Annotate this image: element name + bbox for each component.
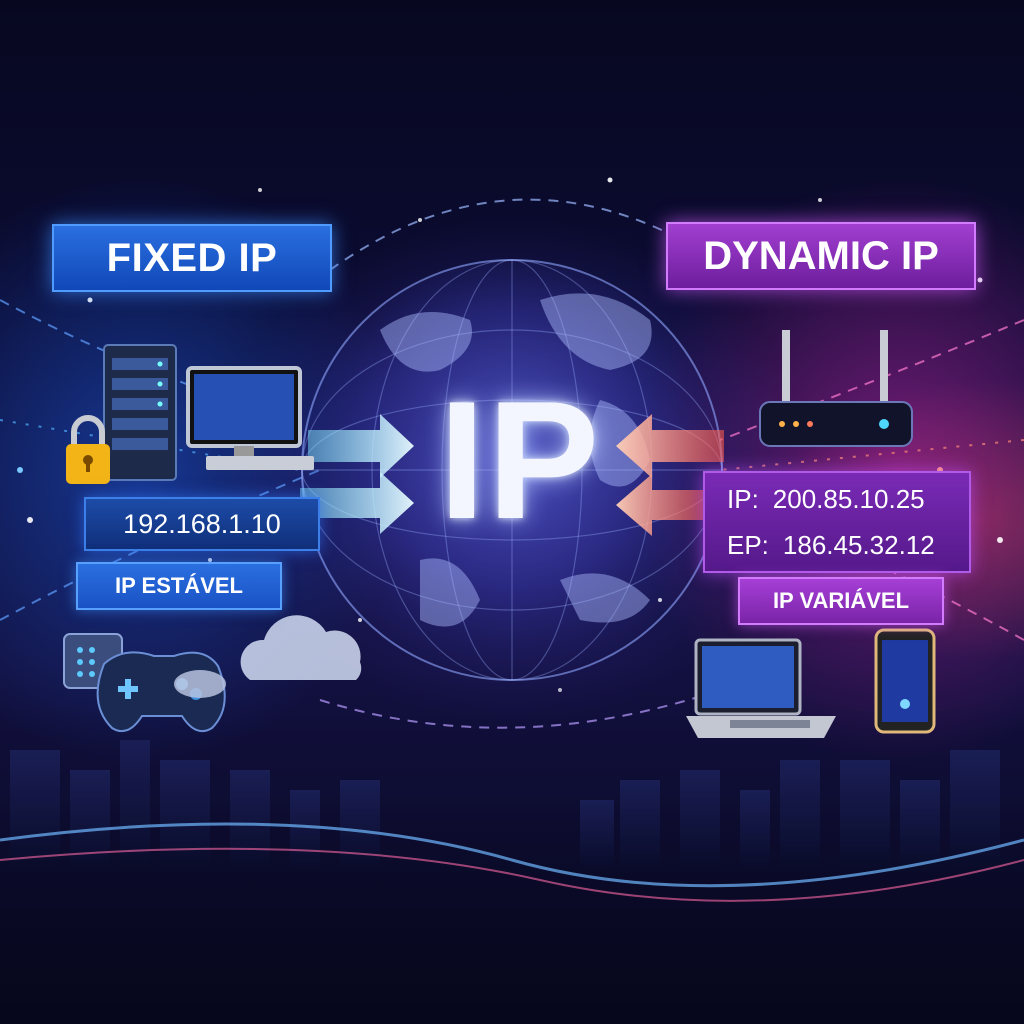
arrow-left-to-center-icon [300,414,414,534]
fixed-ip-address: 192.168.1.10 [84,497,320,551]
dynamic-ip-row-2-prefix: EP: [727,530,769,560]
cloud-icon [174,615,362,698]
dynamic-ip-row-1-value: 200.85.10.25 [772,484,925,514]
smartphone-icon [874,628,936,734]
link-line-left-2 [0,469,321,621]
dynamic-ip-row-1-prefix: IP: [727,484,759,514]
dynamic-ip-title: DYNAMIC IP [666,222,976,290]
fixed-ip-title: FIXED IP [52,224,332,292]
skyline-buildings [10,740,1000,870]
dynamic-ip-row-2: EP: 186.45.32.12 [727,530,935,561]
arrow-right-to-center-icon [616,414,724,536]
monitor-icon [186,366,314,470]
dynamic-ip-address-box: IP: 200.85.10.25 EP: 186.45.32.12 [703,471,971,573]
dynamic-ip-caption: IP VARIÁVEL [738,577,944,625]
orbit-line-bottom [319,689,721,729]
dynamic-ip-row-1: IP: 200.85.10.25 [727,484,925,515]
orbit-line-top [329,198,701,271]
center-ip-label: IP [438,366,602,554]
fixed-ip-caption: IP ESTÁVEL [76,562,282,610]
lock-icon [66,415,110,484]
server-icon [103,344,177,481]
laptop-icon [686,638,836,738]
router-icon [759,330,913,447]
dynamic-ip-row-2-value: 186.45.32.12 [782,530,935,560]
link-line-right-1 [719,319,1024,441]
